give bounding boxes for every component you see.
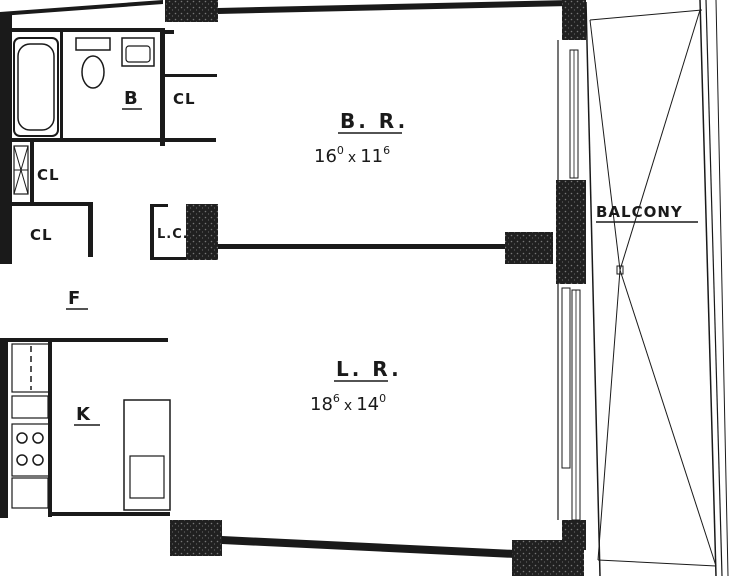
- column-middle: [186, 204, 218, 260]
- counter-icon: [123, 399, 171, 511]
- column-top-right: [562, 0, 586, 40]
- kitchen-sink-icon: [129, 455, 165, 499]
- column-bottom-left: [170, 520, 222, 556]
- column-partition-end: [505, 232, 553, 264]
- label-bedroom: B. R.: [340, 109, 408, 133]
- label-balcony: BALCONY: [596, 203, 683, 221]
- toilet-tank-icon: [75, 37, 111, 51]
- toilet-bowl-icon: [81, 55, 105, 89]
- column-bottom-corner: [562, 520, 586, 550]
- balcony-structure: [585, 0, 729, 576]
- label-linen-closet: L.C.: [157, 227, 189, 242]
- sink-icon: [121, 37, 155, 67]
- refrigerator-icon: [11, 343, 51, 393]
- label-living-room: L. R.: [336, 357, 402, 381]
- label-foyer: F: [68, 288, 81, 309]
- label-bath-closet: CL: [173, 90, 196, 108]
- bath-fixtures: [13, 37, 155, 137]
- bathtub-icon: [13, 37, 59, 137]
- closet-details: [13, 145, 29, 195]
- label-kitchen: K: [76, 404, 91, 425]
- column-balcony-mid: [556, 180, 586, 284]
- label-closet-upper: CL: [37, 166, 60, 184]
- label-closet-lower: CL: [30, 226, 53, 244]
- label-bath: B: [124, 88, 139, 109]
- stove-icon: [11, 423, 51, 477]
- window-wall: [557, 40, 581, 521]
- kitchen-fixtures: [11, 343, 171, 511]
- column-top-left: [165, 0, 218, 22]
